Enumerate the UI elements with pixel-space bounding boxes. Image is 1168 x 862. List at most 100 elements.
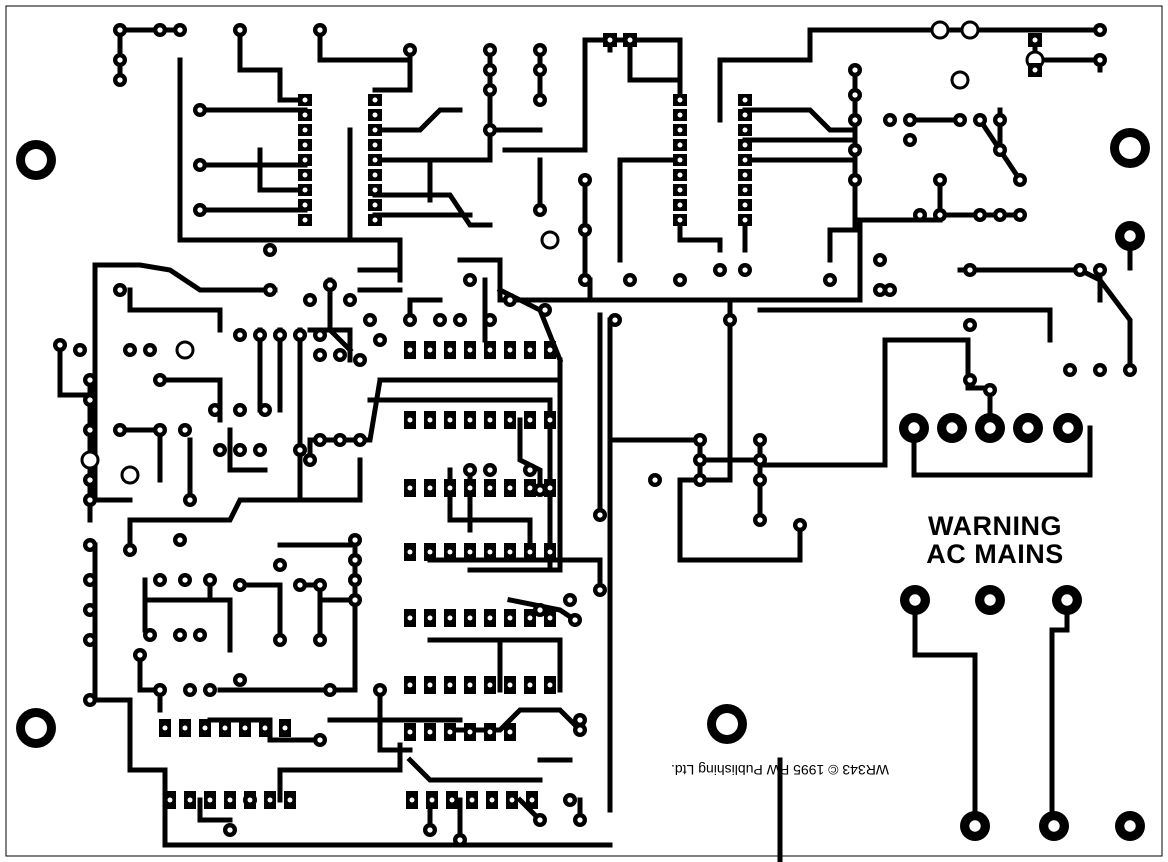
ic-pad-drill <box>467 417 473 423</box>
square-pad-drill <box>627 37 633 43</box>
ic-pad-drill <box>302 157 308 163</box>
drill-hole <box>487 317 493 323</box>
drill-hole <box>357 437 363 443</box>
copper-trace <box>257 147 308 193</box>
ic-pad-drill <box>427 729 433 735</box>
drill-hole <box>347 297 353 303</box>
ic-pad-drill <box>407 485 413 491</box>
drill-hole <box>527 467 533 473</box>
ic-pad-drill <box>242 725 248 731</box>
drill-hole <box>87 542 93 548</box>
ic-pad-drill <box>302 202 308 208</box>
drill-hole <box>182 427 188 433</box>
copper-trace <box>197 797 233 823</box>
drill-hole <box>487 67 493 73</box>
ic-pad-drill <box>427 485 433 491</box>
drill-hole <box>997 147 1003 153</box>
warning-line-1: WARNING <box>928 511 1062 541</box>
drill-hole <box>507 297 513 303</box>
ic-pad-drill <box>487 347 493 353</box>
ic-pad-drill <box>427 549 433 555</box>
hollow-pad <box>960 20 980 40</box>
ic-pad-drill <box>677 157 683 163</box>
drill-hole <box>352 557 358 563</box>
ic-pad-drill <box>507 682 513 688</box>
drill-hole <box>237 677 243 683</box>
hollow-pad <box>175 340 195 360</box>
copper-trace <box>757 307 1053 343</box>
drill-hole <box>984 422 996 434</box>
drill-hole <box>967 267 973 273</box>
drill-hole <box>307 457 313 463</box>
drill-hole <box>1017 212 1023 218</box>
drill-hole <box>757 517 763 523</box>
copper-trace <box>911 425 1093 478</box>
ic-pad-drill <box>742 97 748 103</box>
drill-hole <box>467 467 473 473</box>
drill-hole <box>77 347 83 353</box>
hollow-pad <box>80 450 100 470</box>
drill-hole <box>567 597 573 603</box>
square-pad-drill <box>1032 37 1038 43</box>
ic-pad-drill <box>447 347 453 353</box>
ic-pad-drill <box>302 127 308 133</box>
ic-pad-drill <box>162 725 168 731</box>
drill-hole <box>87 577 93 583</box>
ic-pad-drill <box>302 97 308 103</box>
copper-trace <box>367 397 553 573</box>
drill-hole <box>1127 367 1133 373</box>
copper-trace <box>317 537 358 603</box>
drill-hole <box>197 107 203 113</box>
drill-hole <box>967 377 973 383</box>
ic-pad-drill <box>429 797 435 803</box>
drill-hole <box>212 407 218 413</box>
ic-pad-drill <box>547 347 553 353</box>
ic-pad-drill <box>467 485 473 491</box>
drill-hole <box>337 437 343 443</box>
ic-pad-drill <box>547 549 553 555</box>
drill-hole <box>1022 422 1034 434</box>
ic-pad-drill <box>407 417 413 423</box>
drill-hole <box>117 77 123 83</box>
drill-hole <box>757 437 763 443</box>
drill-hole <box>537 47 543 53</box>
drill-hole <box>987 387 993 393</box>
drill-hole <box>177 632 183 638</box>
drill-hole <box>87 397 93 403</box>
ic-pad-drill <box>202 725 208 731</box>
ic-pad-drill <box>267 797 273 803</box>
ic-pad-drill <box>487 729 493 735</box>
ic-pad-drill <box>547 615 553 621</box>
drill-hole <box>877 287 883 293</box>
drill-hole <box>317 637 323 643</box>
drill-hole <box>317 352 323 358</box>
drill-hole <box>1062 422 1074 434</box>
hollow-pad <box>950 70 970 90</box>
ic-pad-drill <box>467 729 473 735</box>
ic-pad-drill <box>227 797 233 803</box>
drill-hole <box>537 487 543 493</box>
copper-trace <box>227 427 268 473</box>
drill-hole <box>297 582 303 588</box>
drill-hole <box>317 332 323 338</box>
drill-hole <box>257 447 263 453</box>
square-pad-drill <box>1032 67 1038 73</box>
ic-pad-drill <box>372 217 378 223</box>
drill-hole <box>327 687 333 693</box>
drill-hole <box>597 512 603 518</box>
ic-pad-drill <box>487 682 493 688</box>
ic-pad-drill <box>182 725 188 731</box>
ic-pad-drill <box>677 172 683 178</box>
drill-hole <box>407 317 413 323</box>
ic-pad-drill <box>427 682 433 688</box>
drill-hole <box>237 407 243 413</box>
ic-pad-drill <box>447 485 453 491</box>
drill-hole <box>572 617 578 623</box>
copper-trace <box>92 262 278 293</box>
drill-hole <box>697 437 703 443</box>
copper-trace <box>372 107 463 133</box>
drill-hole <box>87 607 93 613</box>
ic-pad-drill <box>742 142 748 148</box>
drill-hole <box>352 537 358 543</box>
